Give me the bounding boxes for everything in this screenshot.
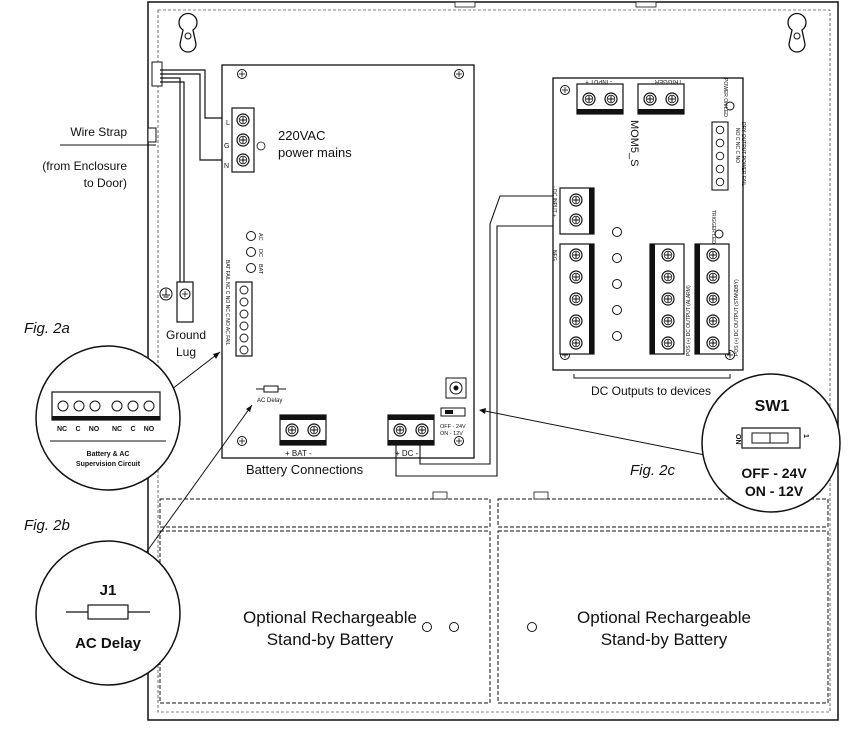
dc-outputs-label: DC Outputs to devices xyxy=(591,384,711,398)
led-label-bat: BAT xyxy=(257,264,263,275)
mom5-neg-terminals xyxy=(559,243,595,355)
ground-lug-label-2: Lug xyxy=(176,345,196,359)
sw1-switch-small xyxy=(440,407,466,417)
battery-right-line2: Stand-by Battery xyxy=(601,630,728,649)
trigger-led-label: TRIGGER LED xyxy=(710,210,716,244)
pos-alarm-label: POS (+) DC OUTPUT (ALARM) xyxy=(686,285,692,356)
callout-2b xyxy=(35,540,181,686)
fig-2a-label: Fig. 2a xyxy=(24,320,70,337)
from-enclosure-label-2: to Door) xyxy=(84,176,127,190)
callout-2c-one-label: 1 xyxy=(802,434,809,438)
callout-2c-line2: ON - 12V xyxy=(745,483,804,499)
dry-output-label: NO C NC C NO xyxy=(734,128,740,163)
callout-2a-term-6: NO xyxy=(144,426,155,433)
led-label-dc: DC xyxy=(257,249,263,257)
mom5-dc-input-terminal xyxy=(559,187,595,235)
callout-2c xyxy=(701,373,841,513)
fig-2b-label: Fig. 2b xyxy=(24,517,70,534)
bat-terminal-label: + BAT - xyxy=(285,449,312,458)
mom5-trigger-label: TRIGGER xyxy=(654,78,682,84)
svg-text:N: N xyxy=(224,163,229,170)
fail-relay-label: BAT FAIL NC C NO NC C NO AC FAIL xyxy=(224,260,230,346)
mom5-pos-standby-terminals xyxy=(694,243,730,355)
mom5-dry-output-terminal xyxy=(711,121,729,191)
battery-left xyxy=(159,491,491,704)
callout-2a xyxy=(35,345,181,491)
fig-2c-label: Fig. 2c xyxy=(630,462,676,479)
svg-text:L: L xyxy=(226,120,230,127)
from-enclosure-label-1: (from Enclosure xyxy=(42,159,127,173)
mains-terminal-block: L G N xyxy=(224,107,266,173)
ground-lug xyxy=(176,281,194,323)
sw1-small-label-2: ON - 12V xyxy=(440,431,463,437)
led-label-ac: AC xyxy=(257,233,263,241)
callout-2c-line1: OFF - 24V xyxy=(741,465,807,481)
mom5-input-label: - INPUT + xyxy=(585,78,612,84)
mom5-trigger-terminal xyxy=(637,83,685,115)
callout-2a-caption-2: Supervision Circuit xyxy=(76,461,141,468)
power-mains-label-2: power mains xyxy=(278,145,352,160)
trigger-led xyxy=(714,229,724,239)
mom5-dc-input-label: - DC INPUT + xyxy=(551,186,557,217)
dry-output-label-2: DRY OUTPUT POWER FAIL xyxy=(740,122,746,186)
power-on-led-label: POWER ON LED xyxy=(722,78,728,117)
ac-delay-jumper xyxy=(256,385,286,393)
battery-right xyxy=(497,491,829,704)
callout-2b-caption: AC Delay xyxy=(75,635,142,652)
mom5-input-terminal xyxy=(576,83,624,115)
callout-2a-term-2: C xyxy=(75,426,80,433)
callout-2a-term-5: C xyxy=(130,426,135,433)
battery-connections-label: Battery Connections xyxy=(246,462,364,477)
mom5-model-label: MOM5_S xyxy=(628,120,640,166)
callout-2a-term-4: NC xyxy=(112,426,122,433)
callout-2b-title: J1 xyxy=(100,582,117,599)
svg-text:G: G xyxy=(224,143,229,150)
voltage-pot xyxy=(445,377,467,399)
ground-lug-label-1: Ground xyxy=(166,328,206,342)
callout-2c-on-label: ON xyxy=(734,434,741,445)
status-leds xyxy=(246,231,256,273)
callout-2c-title: SW1 xyxy=(755,398,790,415)
mom5-pos-alarm-terminals xyxy=(649,243,685,355)
ground-symbol-icon xyxy=(159,287,173,301)
callout-2a-caption-1: Battery & AC xyxy=(87,451,130,458)
callout-2a-term-3: NO xyxy=(89,426,100,433)
mom5-fuse-indicators xyxy=(612,227,622,341)
power-on-led xyxy=(725,101,735,111)
ac-delay-small-label: AC Delay xyxy=(257,398,282,404)
dc-terminal-block xyxy=(387,414,435,446)
wire-strap-label: Wire Strap xyxy=(70,125,127,139)
power-mains-label-1: 220VAC xyxy=(278,128,325,143)
pos-standby-label: POS (+) DC OUTPUT (STANDBY) xyxy=(734,279,740,356)
callout-2a-term-1: NC xyxy=(57,426,67,433)
sw1-small-label-1: OFF - 24V xyxy=(440,424,466,430)
battery-left-line2: Stand-by Battery xyxy=(267,630,394,649)
battery-right-line1: Optional Rechargeable xyxy=(577,608,751,627)
enclosure-inner xyxy=(157,9,831,713)
fail-relay-terminals xyxy=(235,281,253,357)
mom5-neg-label: NEG xyxy=(551,250,557,261)
battery-left-line1: Optional Rechargeable xyxy=(243,608,417,627)
dc-outputs-bracket xyxy=(573,374,731,379)
bat-terminal-block xyxy=(279,414,327,446)
dc-terminal-label: + DC - xyxy=(395,449,419,458)
